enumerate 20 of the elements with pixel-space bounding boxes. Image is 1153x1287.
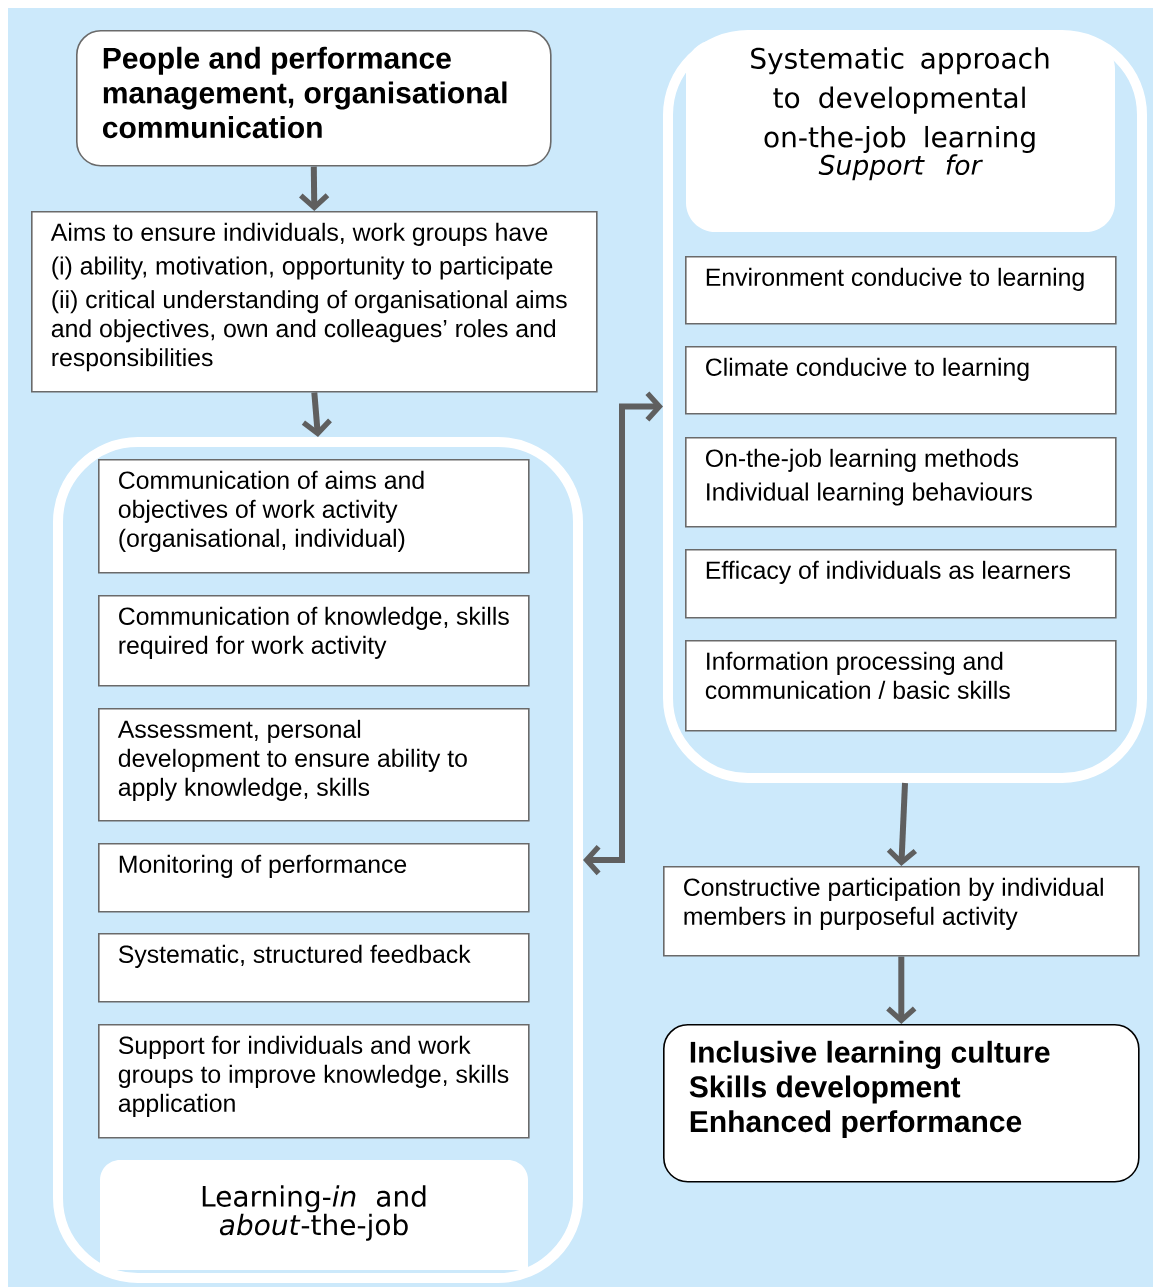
arrow xyxy=(886,956,917,1024)
heading-tab: Learning-in and about-the-job xyxy=(100,1160,528,1270)
arrow xyxy=(886,782,918,866)
heading-tab: Systematic approach to developmental on-the-job learning Support for xyxy=(686,40,1115,232)
text-box: Aims to ensure individuals, work groups have (i) ability, motivation, opportunity to participate (ii) critical understanding of organisational aims and objectives, own and colleagues’ roles and responsibilities xyxy=(31,211,598,393)
text-box: Communication of aims and objectives of work activity (organisational, individual) xyxy=(98,459,530,574)
text-box: Climate conducive to learning xyxy=(685,346,1117,415)
text-box: Support for individuals and work groups to improve knowledge, skills application xyxy=(98,1024,530,1139)
text-box: Efficacy of individuals as learners xyxy=(685,549,1117,619)
rounded-box: People and performance management, organisational communication xyxy=(76,30,552,167)
text-box: Information processing and communication / basic skills xyxy=(685,640,1117,732)
arrow xyxy=(583,391,663,876)
text-box: Systematic, structured feedback xyxy=(98,933,530,1003)
text-box: Environment conducive to learning xyxy=(685,256,1117,325)
text-box: Constructive participation by individual members in purposeful activity xyxy=(663,866,1140,957)
rounded-box: Inclusive learning culture Skills development Enhanced performance xyxy=(663,1024,1140,1183)
text-box: Assessment, personal development to ensure ability to apply knowledge, skills xyxy=(98,708,530,822)
text-box: Communication of knowledge, skills required for work activity xyxy=(98,595,530,687)
text-box: Monitoring of performance xyxy=(98,843,530,913)
text-box: On-the-job learning methods Individual learning behaviours xyxy=(685,437,1117,528)
